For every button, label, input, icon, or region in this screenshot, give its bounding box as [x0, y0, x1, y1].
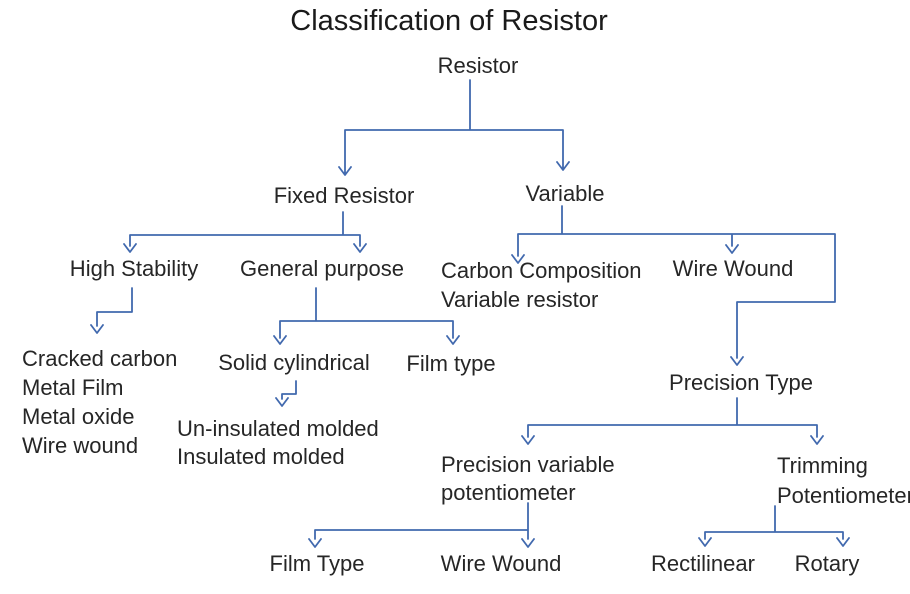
page-title: Classification of Resistor	[290, 5, 608, 37]
node-film-type-precision: Film Type	[269, 551, 365, 576]
node-molded-types-list: Un-insulated molded Insulated molded	[177, 416, 379, 469]
edge-high-stability-to-list	[90, 287, 133, 334]
node-trimming-potentiometer: Trimming Potentiometer	[777, 453, 910, 508]
node-precision-variable-potentiometer: Precision variable potentiometer	[441, 452, 615, 505]
edge-general-purpose-to-children	[273, 287, 460, 345]
node-fixed-resistor: Fixed Resistor	[273, 183, 415, 208]
node-general-purpose: General purpose	[240, 256, 404, 281]
edge-trimming-to-children	[698, 505, 850, 547]
node-wire-wound-variable: Wire Wound	[672, 256, 794, 281]
edge-resistor-to-fixed-and-variable	[338, 79, 570, 176]
node-resistor: Resistor	[437, 53, 519, 78]
edge-solid-cylindrical-to-molded	[275, 380, 297, 407]
node-precision-type: Precision Type	[669, 370, 813, 395]
edge-precision-type-to-children	[521, 397, 824, 445]
edge-fixed-resistor-to-children	[123, 211, 367, 253]
node-wire-wound-precision: Wire Wound	[440, 551, 562, 576]
edge-variable-to-children	[511, 205, 836, 366]
edge-precision-variable-to-children	[308, 502, 535, 548]
node-rectilinear: Rectilinear	[651, 551, 755, 576]
node-variable: Variable	[525, 181, 605, 206]
node-film-type-general: Film type	[406, 351, 496, 376]
connector-group	[90, 79, 850, 548]
node-high-stability: High Stability	[69, 256, 199, 281]
node-rotary: Rotary	[794, 551, 860, 576]
node-high-stability-types-list: Cracked carbon Metal Film Metal oxide Wi…	[22, 346, 178, 458]
node-carbon-composition-variable-resistor: Carbon Composition Variable resistor	[441, 258, 642, 312]
node-solid-cylindrical: Solid cylindrical	[218, 350, 370, 375]
